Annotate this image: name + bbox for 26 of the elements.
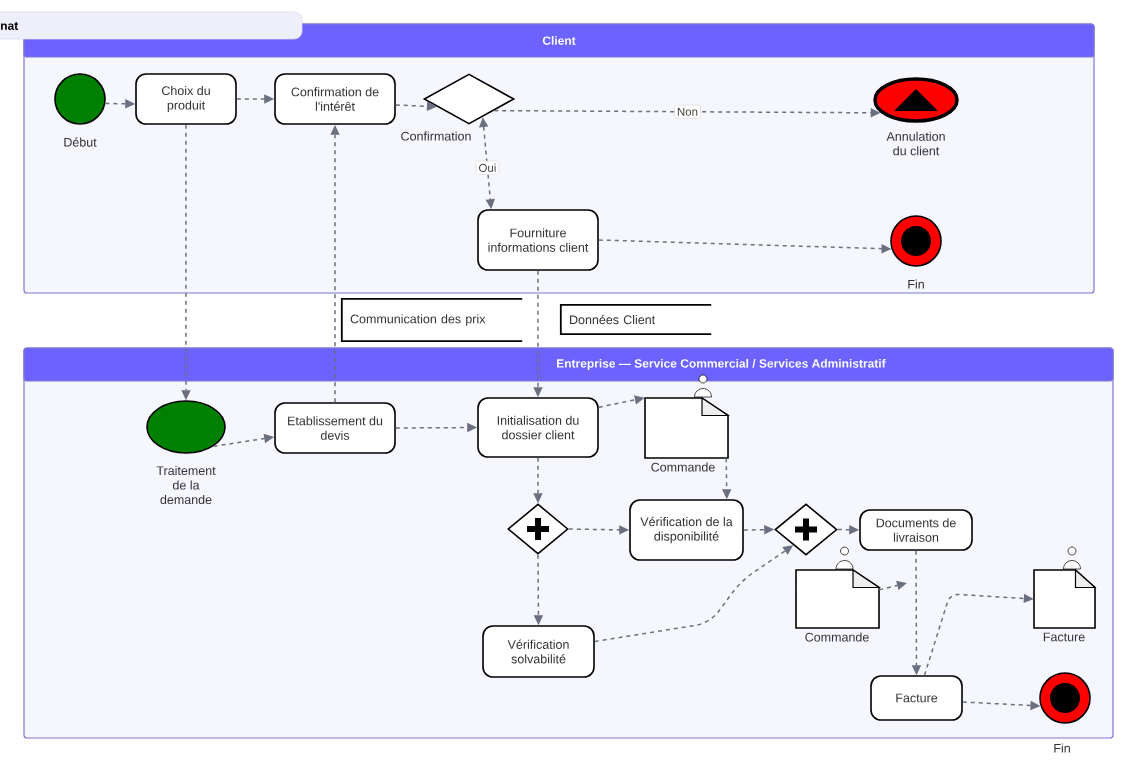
event-label: Début [64, 137, 97, 147]
event-label: Traitement de la demande [156, 465, 216, 505]
text-annotation: Communication des prix [340, 297, 524, 343]
lane-header: Entreprise — Service Commercial / Services Administratif [23, 347, 1114, 382]
data-label: Commande [651, 462, 715, 472]
parallel-gateway [774, 503, 838, 556]
task-box: Choix du produit [135, 73, 237, 125]
task-box: Etablissement du devis [274, 402, 396, 454]
task-box: Vérification de la disponibilité [629, 499, 744, 561]
event-label: Annulation du client [886, 131, 945, 156]
event-label: Fin [908, 279, 924, 289]
edge-label: Non [674, 104, 701, 119]
task-box: Vérification solvabilité [482, 625, 595, 678]
task-box: Confirmation de l'intérêt [274, 73, 396, 125]
data-label: Facture [1043, 632, 1085, 642]
task-box: Initialisation du dossier client [477, 397, 599, 458]
data-label: Commande [805, 632, 869, 642]
event-label: Fin [1054, 743, 1070, 753]
task-box: Facture [870, 675, 963, 721]
text-annotation: Données Client [559, 303, 713, 336]
title-tab: nat [0, 11, 303, 40]
task-box: Fourniture informations client [477, 209, 599, 271]
task-box: Documents de livraison [859, 509, 973, 551]
edge-label: Oui [475, 160, 500, 175]
parallel-gateway [507, 503, 569, 555]
gateway-label: Confirmation [401, 131, 471, 141]
